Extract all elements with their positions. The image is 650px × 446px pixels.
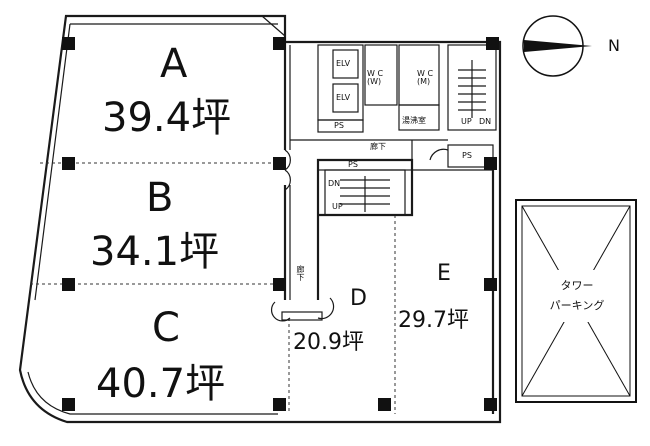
unit-c-letter: C (152, 305, 180, 351)
tower-parking-inner (521, 205, 631, 397)
compass-needle (524, 40, 592, 52)
tower-parking-label-line1: タワー (560, 279, 594, 292)
corridor-label-2: 廊下 (296, 265, 305, 281)
entry-landing (281, 311, 323, 321)
room-ps-2: PS (462, 151, 472, 160)
door-arc-5 (429, 148, 449, 161)
column (484, 278, 497, 291)
stair-top-treads (458, 60, 486, 118)
cleaning-room (398, 104, 440, 131)
outer-wall-left-block (18, 14, 502, 424)
column (62, 37, 75, 50)
unit-a-area: 39.4坪 (102, 95, 232, 141)
room-ps-1: PS (334, 121, 344, 130)
column (484, 398, 497, 411)
columns (62, 37, 499, 411)
column (378, 398, 391, 411)
stair-dn-2: DN (328, 179, 341, 188)
unit-b-letter: B (146, 175, 174, 221)
stair-dn-1: DN (479, 117, 492, 126)
unit-d-area: 20.9坪 (293, 330, 364, 355)
unit-e-area: 29.7坪 (398, 308, 469, 333)
stair-up-2: UP (332, 202, 343, 211)
stair-top (447, 44, 497, 131)
door-arc-2 (284, 169, 291, 191)
tower-parking-label-line2: パーキング (549, 299, 605, 312)
stair-mid-treads (340, 176, 390, 212)
room-wc-m: W C (M) (417, 69, 434, 86)
wc-w-room (364, 44, 398, 106)
door-arc-4 (317, 297, 335, 320)
ps-box-3 (317, 159, 413, 171)
unit-e-letter: E (437, 261, 451, 286)
compass-north-label: N (608, 36, 620, 55)
elv-1 (332, 49, 359, 79)
column (62, 398, 75, 411)
elevator-block (317, 44, 364, 121)
column (273, 37, 286, 50)
room-ps-3: PS (348, 160, 358, 169)
unit-c-area: 40.7坪 (96, 361, 226, 407)
column (486, 37, 499, 50)
unit-d-letter: D (350, 286, 367, 311)
column (62, 278, 75, 291)
room-elv-1: ELV (336, 59, 351, 68)
stair-up-1: UP (461, 117, 472, 126)
column (273, 278, 286, 291)
column (484, 157, 497, 170)
tower-parking-label-bg (536, 270, 618, 322)
elv-2 (332, 83, 359, 113)
ps-box-2 (447, 144, 494, 168)
room-elv-2: ELV (336, 93, 351, 102)
door-arc-1 (284, 149, 291, 171)
column (62, 157, 75, 170)
room-wc-w: W C (W) (367, 69, 384, 86)
unit-b-area: 34.1坪 (90, 229, 220, 275)
ps-box-1 (317, 119, 364, 133)
unit-a-letter: A (160, 41, 188, 87)
corner-chamfer (261, 15, 286, 37)
room-cleaning: 湯沸室 (402, 116, 426, 125)
corridor-label-1: 廊下 (370, 142, 386, 151)
column (273, 157, 286, 170)
column (273, 398, 286, 411)
outer-wall-inner-line (27, 23, 278, 415)
corridor-wall (290, 139, 448, 160)
